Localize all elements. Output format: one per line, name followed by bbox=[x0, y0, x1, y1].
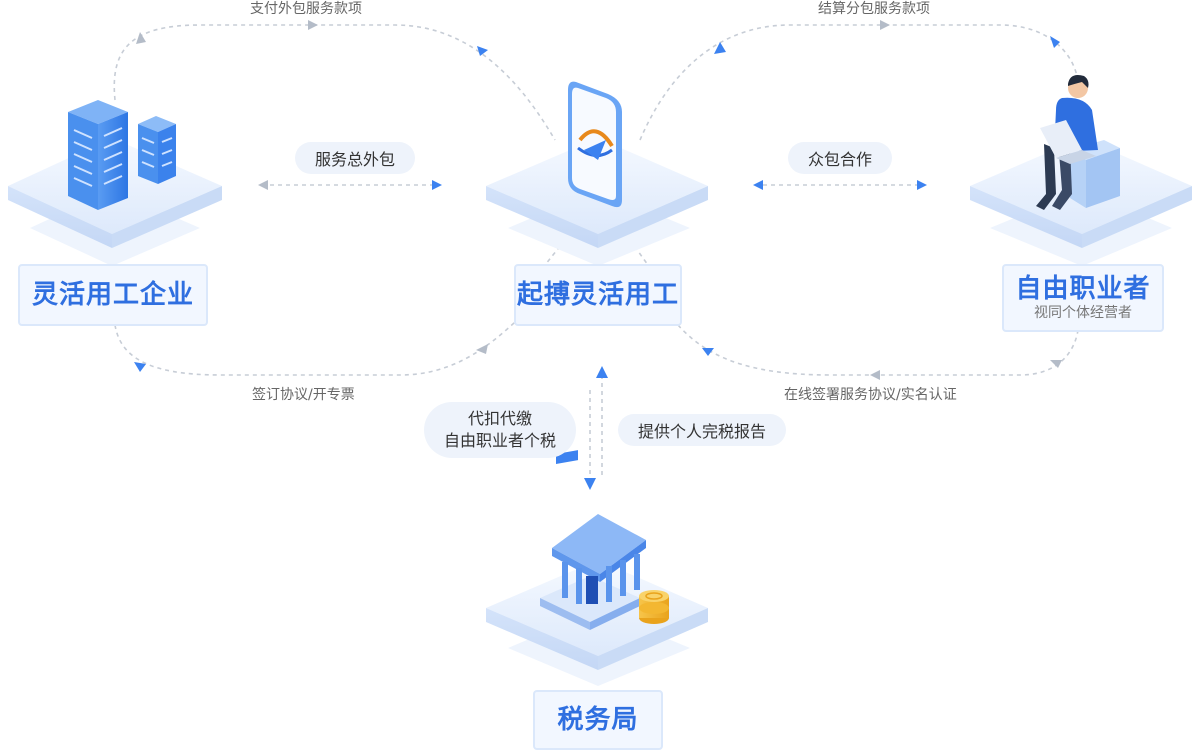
flow-line-to-center-left bbox=[544, 239, 566, 266]
pill-withhold: 代扣代缴 自由职业者个税 bbox=[424, 402, 576, 458]
arrow-head-blue bbox=[753, 180, 763, 190]
pill-crowdsourcing: 众包合作 bbox=[788, 142, 892, 174]
flow-label-settle: 结算分包服务款项 bbox=[818, 1, 930, 17]
arrow-head-blue bbox=[1050, 36, 1060, 48]
node-tax-bureau: 税务局 bbox=[533, 690, 663, 750]
arrow-head-gray bbox=[476, 344, 488, 354]
pill-withhold-line1: 代扣代缴 bbox=[467, 409, 532, 428]
flow-line-pay bbox=[113, 24, 556, 141]
coins-icon bbox=[639, 590, 669, 624]
pill-tax-report: 提供个人完税报告 bbox=[618, 414, 786, 446]
flow-line-sign bbox=[114, 321, 516, 376]
node-freelancer: 自由职业者 视同个体经营者 bbox=[1002, 264, 1164, 332]
node-platform: 起搏灵活用工 bbox=[514, 264, 682, 326]
arrow-head-blue bbox=[596, 366, 608, 378]
pill-service-outsourcing: 服务总外包 bbox=[295, 142, 415, 174]
arrow-head-gray bbox=[880, 20, 890, 30]
building-icon bbox=[68, 100, 176, 210]
node-freelancer-subtitle: 视同个体经营者 bbox=[1034, 305, 1132, 321]
flow-line-settle bbox=[639, 24, 1079, 141]
node-freelancer-name: 自由职业者 bbox=[1015, 274, 1151, 304]
arrow-head-gray bbox=[136, 32, 146, 44]
arrow-head-gray bbox=[308, 20, 318, 30]
flow-line-online bbox=[677, 324, 1079, 376]
arrow-head-blue bbox=[477, 46, 488, 56]
arrow-head-blue bbox=[714, 42, 726, 54]
node-platform-name: 起搏灵活用工 bbox=[516, 280, 679, 310]
arrow-head-blue bbox=[432, 180, 442, 190]
phone-app-icon bbox=[568, 81, 622, 208]
flow-label-sign: 签订协议/开专票 bbox=[252, 387, 355, 403]
flow-label-online: 在线签署服务协议/实名认证 bbox=[784, 387, 957, 403]
node-enterprise-name: 灵活用工企业 bbox=[31, 280, 194, 310]
arrow-head-blue bbox=[917, 180, 927, 190]
flow-lines bbox=[113, 24, 1079, 480]
arrow-head-blue bbox=[702, 348, 714, 356]
arrowheads bbox=[134, 20, 1062, 490]
arrow-head-gray bbox=[258, 180, 268, 190]
arrow-head-gray bbox=[1050, 360, 1062, 368]
node-enterprise: 灵活用工企业 bbox=[18, 264, 208, 326]
flow-line-to-center-right bbox=[629, 239, 649, 266]
arrow-head-gray bbox=[870, 370, 880, 380]
flow-label-pay: 支付外包服务款项 bbox=[250, 1, 362, 17]
node-tax-bureau-name: 税务局 bbox=[557, 705, 639, 735]
pill-withhold-line2: 自由职业者个税 bbox=[443, 431, 556, 450]
arrow-head-blue bbox=[134, 362, 146, 372]
bank-building-icon bbox=[540, 450, 646, 630]
arrow-head-blue bbox=[584, 478, 596, 490]
person-laptop-icon bbox=[1036, 75, 1120, 210]
